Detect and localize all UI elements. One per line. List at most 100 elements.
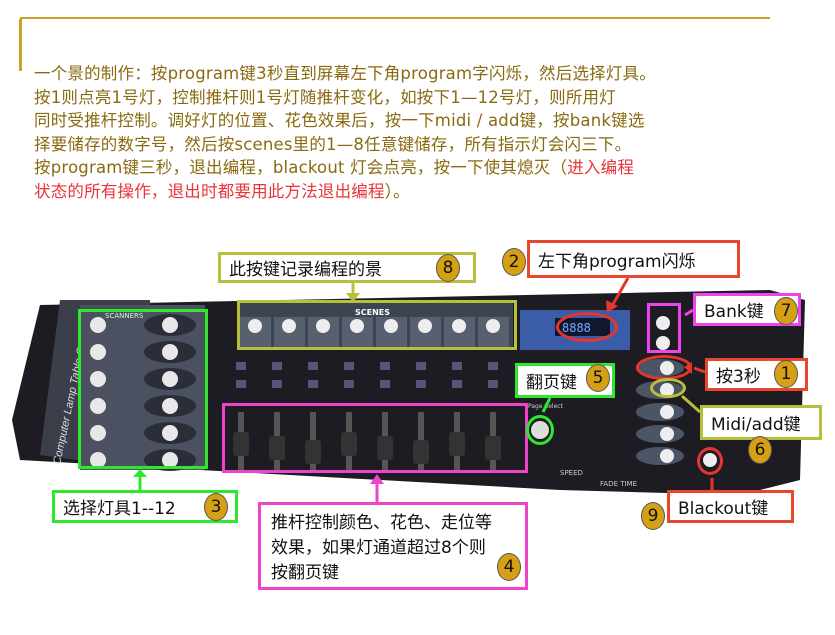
speed-label: SPEED bbox=[560, 469, 583, 477]
scene-button bbox=[418, 319, 432, 333]
fader-knob bbox=[449, 432, 465, 456]
fader-knob bbox=[305, 440, 321, 464]
bank-highlight bbox=[647, 303, 681, 353]
lamp-button bbox=[90, 425, 106, 441]
fader-knob bbox=[233, 432, 249, 456]
scenes-label: SCENES bbox=[355, 308, 390, 317]
callout-text: 选择灯具1--12 bbox=[63, 499, 176, 519]
scenes-highlight bbox=[237, 300, 517, 350]
fader-knob bbox=[341, 432, 357, 456]
channel-led bbox=[272, 362, 282, 370]
callout-number-badge: 2 bbox=[502, 248, 526, 276]
lamp-select-highlight bbox=[78, 309, 208, 469]
instruction-text: 按program键三秒，退出编程，blackout 灯会点亮，按一下使其熄灭（ bbox=[34, 158, 568, 177]
instruction-line: 状态的所有操作，退出时都要用此方法退出编程）。 bbox=[34, 180, 794, 204]
instruction-paragraph: 一个景的制作：按program键3秒直到屏幕左下角program字闪烁，然后选择… bbox=[34, 62, 794, 203]
channel-led bbox=[488, 380, 498, 388]
lamp-button bbox=[90, 371, 106, 387]
scene-button bbox=[282, 319, 296, 333]
lamp-button bbox=[162, 344, 178, 360]
instruction-line: 一个景的制作：按program键3秒直到屏幕左下角program字闪烁，然后选择… bbox=[34, 64, 656, 83]
callout-6: Midi/add键 bbox=[700, 405, 822, 440]
callout-text: 左下角program闪烁 bbox=[538, 251, 696, 272]
lamp-button bbox=[90, 344, 106, 360]
accent-bar bbox=[19, 19, 22, 71]
callout-number-badge: 7 bbox=[774, 297, 798, 325]
scanners-label: SCANNERS bbox=[105, 312, 144, 320]
callout-4: 推杆控制颜色、花色、走位等效果，如果灯通道超过8个则按翻页键 bbox=[258, 502, 528, 590]
channel-led bbox=[308, 362, 318, 370]
lamp-button bbox=[90, 452, 106, 468]
blackout-highlight bbox=[697, 447, 723, 475]
display-highlight bbox=[556, 312, 618, 342]
lamp-button bbox=[90, 398, 106, 414]
scene-button bbox=[486, 319, 500, 333]
bank-up-button bbox=[656, 316, 670, 330]
arrow-7 bbox=[684, 308, 694, 317]
channel-led bbox=[380, 380, 390, 388]
title-rule bbox=[20, 17, 770, 19]
channel-led bbox=[344, 380, 354, 388]
lamp-button bbox=[90, 317, 106, 333]
fader-knob bbox=[413, 440, 429, 464]
instruction-line: 按1则点亮1号灯，控制推杆则1号灯随推杆变化，如按下1—12号灯，则所用灯 bbox=[34, 87, 616, 107]
lamp-button bbox=[162, 371, 178, 387]
instruction-line: 同时受推杆控制。调好灯的位置、花色效果后，按一下midi / add键，按ban… bbox=[34, 111, 645, 130]
warning-text: 状态的所有操作，退出时都要用此方法退出编程 bbox=[34, 181, 385, 201]
function-button bbox=[660, 427, 674, 441]
arrow-2 bbox=[610, 277, 630, 307]
callout-number-badge: 3 bbox=[204, 493, 228, 521]
callout-number-badge: 6 bbox=[748, 436, 772, 464]
callout-number-badge: 1 bbox=[774, 360, 798, 388]
callout-text: Bank键 bbox=[704, 302, 764, 322]
midi-add-highlight bbox=[650, 378, 686, 398]
fade-label: FADE TIME bbox=[600, 480, 637, 488]
callout-text: Midi/add键 bbox=[711, 415, 801, 435]
callout-number-badge: 4 bbox=[497, 553, 521, 581]
callout-text: 此按键记录编程的景 bbox=[229, 260, 382, 280]
channel-led bbox=[416, 380, 426, 388]
callout-text: Blackout键 bbox=[678, 499, 769, 519]
callout-number-badge: 5 bbox=[586, 364, 610, 392]
callout-number-badge: 9 bbox=[641, 502, 665, 530]
channel-led bbox=[452, 380, 462, 388]
channel-led bbox=[488, 362, 498, 370]
instruction-text: ）。 bbox=[384, 181, 410, 201]
page-select-highlight bbox=[526, 415, 554, 445]
callout-number-badge: 8 bbox=[436, 254, 460, 282]
scene-button bbox=[316, 319, 330, 333]
scene-button bbox=[452, 319, 466, 333]
channel-led bbox=[452, 362, 462, 370]
callout-9: Blackout键 bbox=[667, 490, 794, 523]
scene-button bbox=[248, 319, 262, 333]
instruction-line: 择要储存的数字号，然后按scenes里的1—8任意键储存，所有指示灯会闪三下。 bbox=[34, 134, 632, 154]
channel-led bbox=[308, 380, 318, 388]
function-button bbox=[660, 405, 674, 419]
lamp-button bbox=[162, 317, 178, 333]
callout-text: 推杆控制颜色、花色、走位等效果，如果灯通道超过8个则按翻页键 bbox=[271, 513, 492, 583]
lamp-button bbox=[162, 398, 178, 414]
channel-led bbox=[344, 362, 354, 370]
channel-led bbox=[380, 362, 390, 370]
scene-button bbox=[350, 319, 364, 333]
dmx-controller-image: Computer Lamp Table Controller SCANNERS … bbox=[12, 290, 805, 495]
fader-knob bbox=[485, 436, 501, 460]
fader-knob bbox=[269, 436, 285, 460]
function-button bbox=[660, 449, 674, 463]
faders-highlight bbox=[222, 403, 528, 473]
callout-text: 翻页键 bbox=[526, 373, 577, 393]
lamp-button bbox=[162, 425, 178, 441]
callout-text: 按3秒 bbox=[716, 367, 761, 387]
scene-button bbox=[384, 319, 398, 333]
arrow-6 bbox=[681, 394, 701, 414]
bank-down-button bbox=[656, 336, 670, 350]
callout-2: 左下角program闪烁 bbox=[527, 240, 740, 278]
warning-text: 进入编程 bbox=[567, 158, 635, 177]
callout-8: 此按键记录编程的景 bbox=[218, 252, 476, 283]
arrow-5 bbox=[541, 397, 552, 413]
instruction-line: 按program键三秒，退出编程，blackout 灯会点亮，按一下使其熄灭（进… bbox=[34, 156, 794, 180]
channel-led bbox=[416, 362, 426, 370]
channel-led bbox=[236, 380, 246, 388]
